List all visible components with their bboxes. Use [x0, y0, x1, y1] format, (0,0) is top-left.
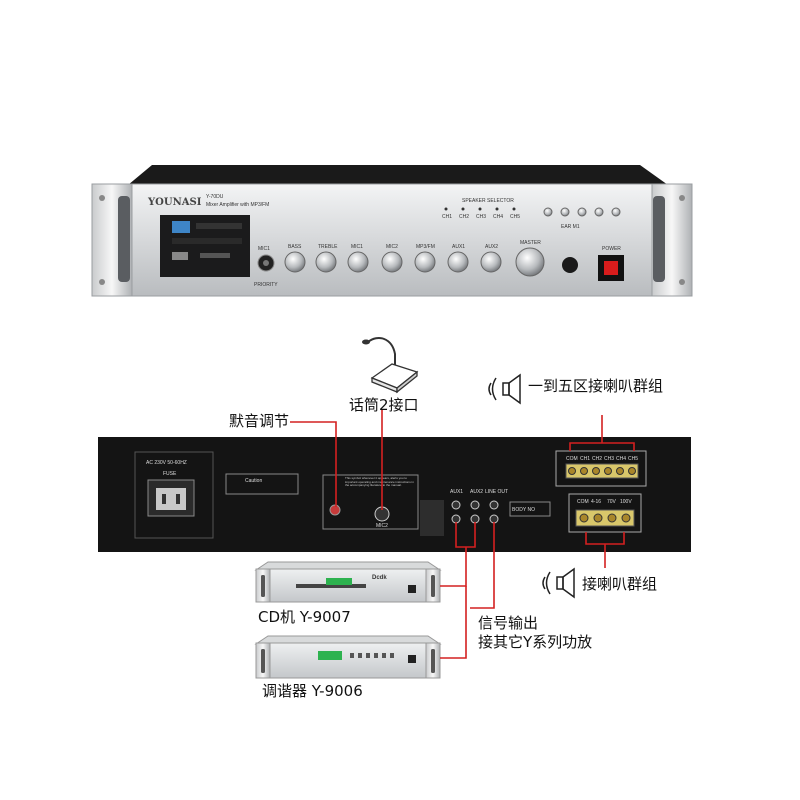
- wires: [290, 409, 635, 659]
- zone-label: CH2: [459, 214, 469, 220]
- terminal-label: CH2: [592, 456, 602, 462]
- warning-box: [322, 474, 419, 530]
- sd-slot: [200, 253, 230, 258]
- mic2-label: MIC2: [376, 523, 388, 529]
- cd-brand: Dcdk: [372, 575, 387, 581]
- master-knob: MASTER: [515, 240, 545, 277]
- tuner-label: 调谐器 Y-9006: [262, 682, 363, 700]
- speaker-icon: [542, 567, 575, 599]
- knob: MP3/FM: [414, 244, 436, 273]
- model-label: Y-70DU: [206, 194, 224, 200]
- mute-knob: [329, 504, 341, 516]
- cd-tray: [296, 584, 366, 588]
- ear-jack-label: EAR M1: [561, 224, 580, 230]
- port-label: LINE OUT: [485, 489, 508, 495]
- zone-label: CH1: [442, 214, 452, 220]
- zone-terminal-screws: [568, 467, 636, 475]
- ac-section: [134, 451, 214, 539]
- knob-label: BASS: [288, 244, 302, 250]
- knob: MIC1: [347, 244, 369, 273]
- left-handle: [118, 196, 130, 282]
- right-handle: [653, 196, 665, 282]
- warning-text: This symbol whenever it appears, alerts …: [345, 477, 414, 487]
- terminal-label: CH5: [628, 456, 638, 462]
- terminal-label: 100V: [620, 499, 632, 505]
- tuner-device: [254, 635, 442, 679]
- ac-label: AC 230V 50-60HZ: [146, 460, 187, 466]
- knob-label: MIC2: [386, 244, 398, 250]
- mute-callout: 默音调节: [229, 412, 290, 430]
- zones-callout: 一到五区接喇叭群组: [528, 377, 664, 395]
- knob-label: TREBLE: [318, 244, 338, 250]
- port-label: AUX2: [470, 489, 483, 495]
- zone-switches: [543, 207, 621, 217]
- ear-jack: [562, 257, 578, 273]
- zone-terminal-block: [555, 450, 647, 487]
- knob-label: MIC1: [258, 246, 270, 252]
- terminal-label: COM: [577, 499, 589, 505]
- output-terminal-screws: [579, 513, 631, 523]
- knob: TREBLE: [315, 244, 338, 273]
- zone-label: CH3: [476, 214, 486, 220]
- body-no-box: [509, 501, 551, 517]
- rear-block: [420, 500, 444, 536]
- terminal-label: 4-16: [591, 499, 601, 505]
- knob-label: MASTER: [520, 240, 541, 246]
- mic2-callout: 话筒2接口: [349, 396, 419, 414]
- port-label: AUX1: [450, 489, 463, 495]
- knob-label: MP3/FM: [416, 244, 435, 250]
- speaker-selector-label: SPEAKER SELECTOR: [462, 198, 514, 204]
- microphone-icon: [362, 337, 419, 394]
- caution-sticker: [225, 473, 299, 495]
- caution-label: Caution: [245, 478, 262, 484]
- cd-player-label: CD机 Y-9007: [258, 608, 351, 626]
- knob-label: AUX1: [452, 244, 465, 250]
- signal-callout-line2: 接其它Y系列功放: [478, 633, 593, 651]
- mp3-display: [172, 221, 190, 233]
- front-panel: YOUNASI Y-70DU Mixer Amplifier with MP3/…: [91, 165, 693, 297]
- body-no-label: BODY NO: [512, 507, 535, 513]
- speaker-callout: 接喇叭群组: [582, 575, 658, 593]
- front-panel-top: [128, 165, 668, 185]
- terminal-label: CH1: [580, 456, 590, 462]
- output-terminal-block: [568, 493, 642, 533]
- terminal-label: COM: [566, 456, 578, 462]
- power-label: POWER: [602, 246, 621, 252]
- cd-power: [408, 585, 416, 593]
- knob: MIC2: [381, 244, 403, 273]
- speaker-icon: [488, 373, 521, 405]
- knob: AUX1: [447, 244, 469, 273]
- fuse-label: FUSE: [163, 471, 177, 477]
- terminal-label: CH4: [616, 456, 626, 462]
- zone-label: CH4: [493, 214, 503, 220]
- tuner-power: [408, 655, 416, 663]
- rear-panel: AC 230V 50-60HZ FUSE Caution This symbol…: [98, 437, 691, 552]
- rca-ports: [451, 500, 499, 524]
- brand-logo: YOUNASI: [147, 197, 202, 208]
- signal-callout-line1: 信号输出: [478, 614, 539, 632]
- terminal-label: CH3: [604, 456, 614, 462]
- knob: BASS: [284, 244, 306, 273]
- usb-port: [172, 252, 188, 260]
- cd-player-device: Dcdk: [254, 561, 442, 603]
- cd-display: [326, 578, 352, 585]
- model-subtitle: Mixer Amplifier with MP3/FM: [206, 202, 269, 208]
- tuner-buttons: [350, 653, 394, 658]
- zone-leds: [444, 207, 516, 211]
- terminal-label: 70V: [607, 499, 617, 505]
- zone-label: CH5: [510, 214, 520, 220]
- priority-label: PRIORITY: [254, 282, 278, 288]
- knob-label: AUX2: [485, 244, 498, 250]
- knob-label: MIC1: [351, 244, 363, 250]
- tuner-display: [318, 651, 342, 660]
- knob: AUX2: [480, 244, 502, 273]
